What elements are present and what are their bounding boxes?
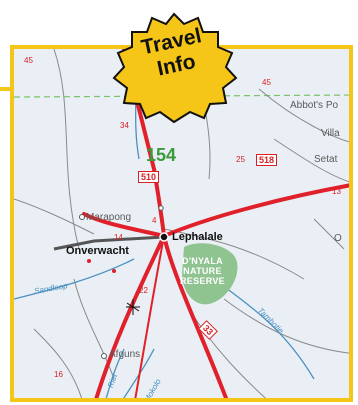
reserve-line: NATURE <box>183 266 222 276</box>
region-number: 154 <box>146 145 177 165</box>
place-label[interactable]: Setat <box>314 154 338 165</box>
place-label[interactable]: O <box>334 233 342 244</box>
distance-label: 16 <box>54 370 63 379</box>
town-label[interactable]: Onverwacht <box>66 245 129 257</box>
secondary-road <box>134 235 165 398</box>
town-label[interactable]: Lephalale <box>172 231 223 243</box>
route-shield-510: 510 <box>138 171 160 183</box>
distance-label: 13 <box>332 187 341 196</box>
place-label[interactable]: Afguns <box>109 349 141 360</box>
afguns-dot <box>101 353 107 359</box>
travel-info-badge[interactable]: Travel Info <box>108 8 240 128</box>
distance-label: 45 <box>262 78 271 87</box>
route-shield-518: 518 <box>256 154 278 166</box>
reserve-line: D'NYALA <box>182 256 223 266</box>
onverwacht-road <box>53 235 165 251</box>
distance-label: 4 <box>152 216 157 225</box>
lephalale-dot <box>159 232 169 242</box>
distance-label: 22 <box>139 286 148 295</box>
place-label[interactable]: Abbot's Po <box>290 100 339 111</box>
distance-label: 34 <box>120 121 129 130</box>
place-label[interactable]: Villa <box>321 128 340 139</box>
small-town-dot <box>158 205 164 211</box>
reserve-area <box>182 243 238 305</box>
place-label[interactable]: Marapong <box>86 212 132 223</box>
marapong-dot <box>79 214 85 220</box>
red-dot <box>112 269 116 273</box>
distance-label: 25 <box>236 155 245 164</box>
starburst-icon <box>112 12 238 124</box>
red-dot <box>87 259 91 263</box>
major-roads <box>82 49 349 398</box>
minor-roads <box>14 49 349 398</box>
reserve-line: RESERVE <box>180 276 225 286</box>
reserve-label: D'NYALA NATURE RESERVE <box>180 256 225 286</box>
accent-line <box>0 87 10 91</box>
map-canvas <box>14 49 349 398</box>
airport-icon <box>126 299 140 315</box>
distance-label: 45 <box>24 56 33 65</box>
distance-label: 14 <box>114 233 123 242</box>
